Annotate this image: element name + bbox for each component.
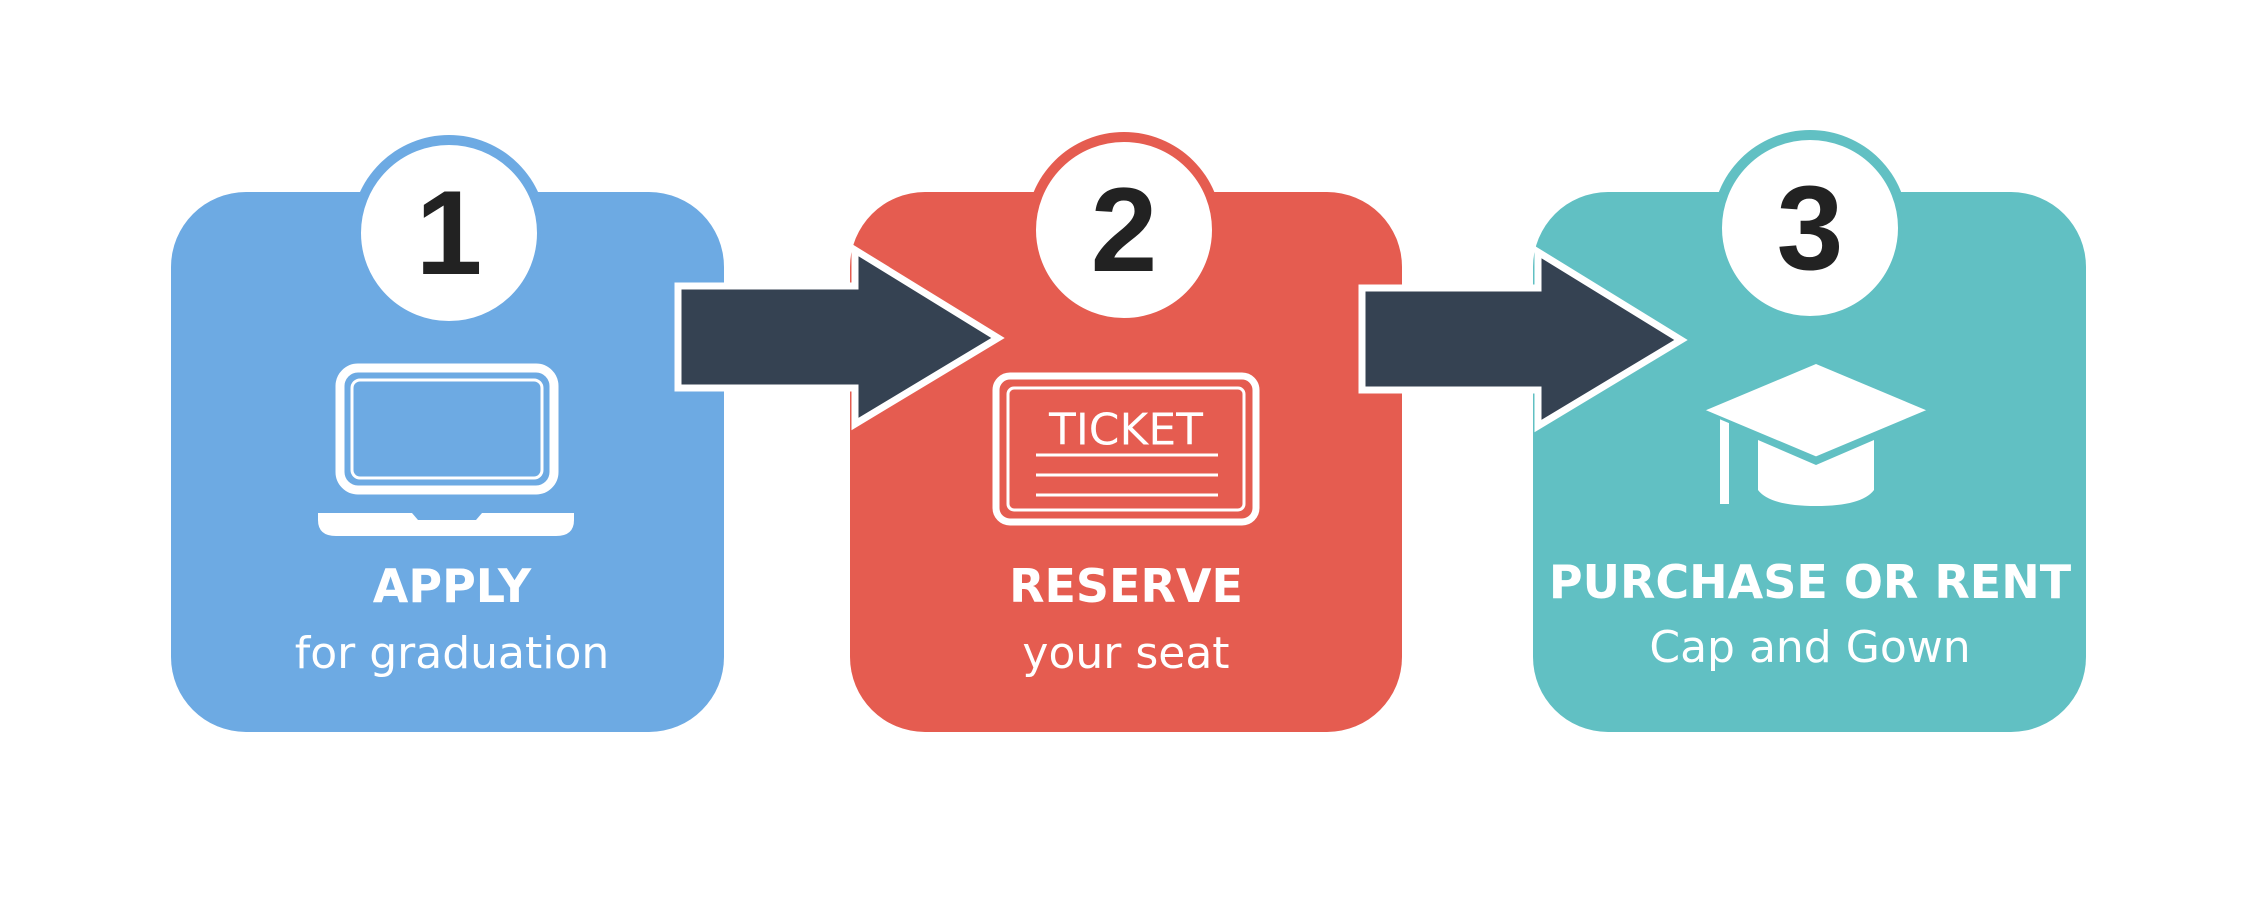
step-1: 1 APPLY for graduation — [171, 135, 724, 732]
arrow-step1-to-step2 — [674, 243, 1005, 431]
ticket-icon: TICKET — [992, 372, 1260, 526]
step-2-title: RESERVE — [1009, 559, 1243, 613]
step-2-number: 2 — [1091, 163, 1158, 297]
step-3-number-badge — [1718, 136, 1902, 320]
step-3-title: PURCHASE OR RENT — [1549, 555, 2072, 609]
step-3-number: 3 — [1777, 161, 1844, 295]
step-1-title: APPLY — [373, 559, 532, 613]
arrow-step2-to-step3 — [1358, 245, 1688, 433]
step-2-number-badge — [1032, 138, 1216, 322]
step-3-card — [1533, 192, 2086, 732]
step-2-subtitle: your seat — [1022, 628, 1229, 679]
step-2: 2 TICKET RESERVE your seat — [850, 132, 1402, 732]
step-1-number: 1 — [416, 166, 483, 300]
ticket-icon-label: TICKET — [1048, 405, 1203, 456]
step-1-subtitle: for graduation — [295, 628, 610, 679]
step-2-card — [850, 192, 1402, 732]
step-3-subtitle: Cap and Gown — [1649, 622, 1970, 673]
step-1-card — [171, 192, 724, 732]
step-1-number-badge — [357, 141, 541, 325]
laptop-icon — [318, 363, 574, 536]
step-3: 3 PURCHASE OR RENT Cap and Gown — [1533, 130, 2086, 732]
